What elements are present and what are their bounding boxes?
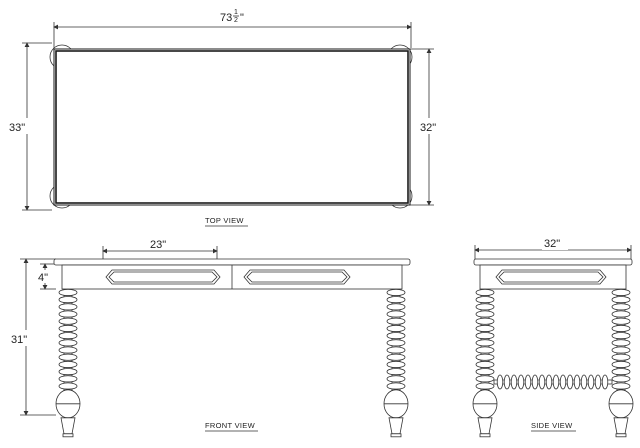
top-width-unit: " (240, 12, 244, 24)
table-height-dimension: 31" (11, 334, 27, 346)
front-view-label: FRONT VIEW (205, 421, 256, 430)
front-view: 23" 31" 4" FRONT VIEW (10, 236, 411, 438)
side-view: 32" SIDE VIEW (472, 236, 634, 438)
front-leg-right (383, 288, 409, 438)
side-width-dimension: 32" (544, 238, 560, 250)
apron-height-dimension: 4" (38, 272, 48, 284)
top-view: 73 1 2 " 33" 32" TOP VIEW (8, 8, 446, 227)
side-leg-left (472, 288, 498, 438)
tabletop-outline (53, 48, 411, 206)
top-width-whole: 73 (220, 12, 232, 24)
drawer-width-dimension: 23" (150, 239, 166, 251)
side-leg-right (608, 288, 634, 438)
top-width-frac-den: 2 (234, 17, 238, 24)
top-view-label: TOP VIEW (205, 216, 244, 225)
side-view-label: SIDE VIEW (531, 421, 573, 430)
top-width-frac-num: 1 (234, 9, 238, 16)
front-leg-left (55, 288, 81, 438)
top-depth-left-dimension: 33" (9, 122, 25, 134)
top-width-dimension: 73 (220, 12, 232, 24)
top-depth-right-dimension: 32" (420, 122, 436, 134)
side-stretcher (493, 374, 613, 390)
